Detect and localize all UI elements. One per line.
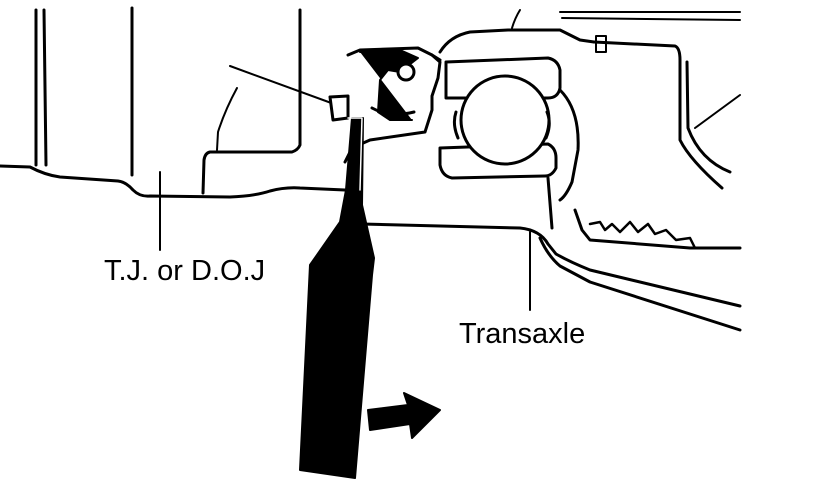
clip-leader-line [229,65,346,109]
transaxle-case [360,9,742,332]
joint-label: T.J. or D.O.J [104,255,266,287]
snap-ring-assembly [328,46,442,164]
bearing [430,28,596,230]
joint-housing [0,6,347,199]
pry-bar-icon [299,117,375,479]
clip-ring-icon [396,62,416,82]
arrow-right-icon [367,392,441,439]
bearing-ball [459,74,551,166]
transaxle-label: Transaxle [459,318,586,350]
